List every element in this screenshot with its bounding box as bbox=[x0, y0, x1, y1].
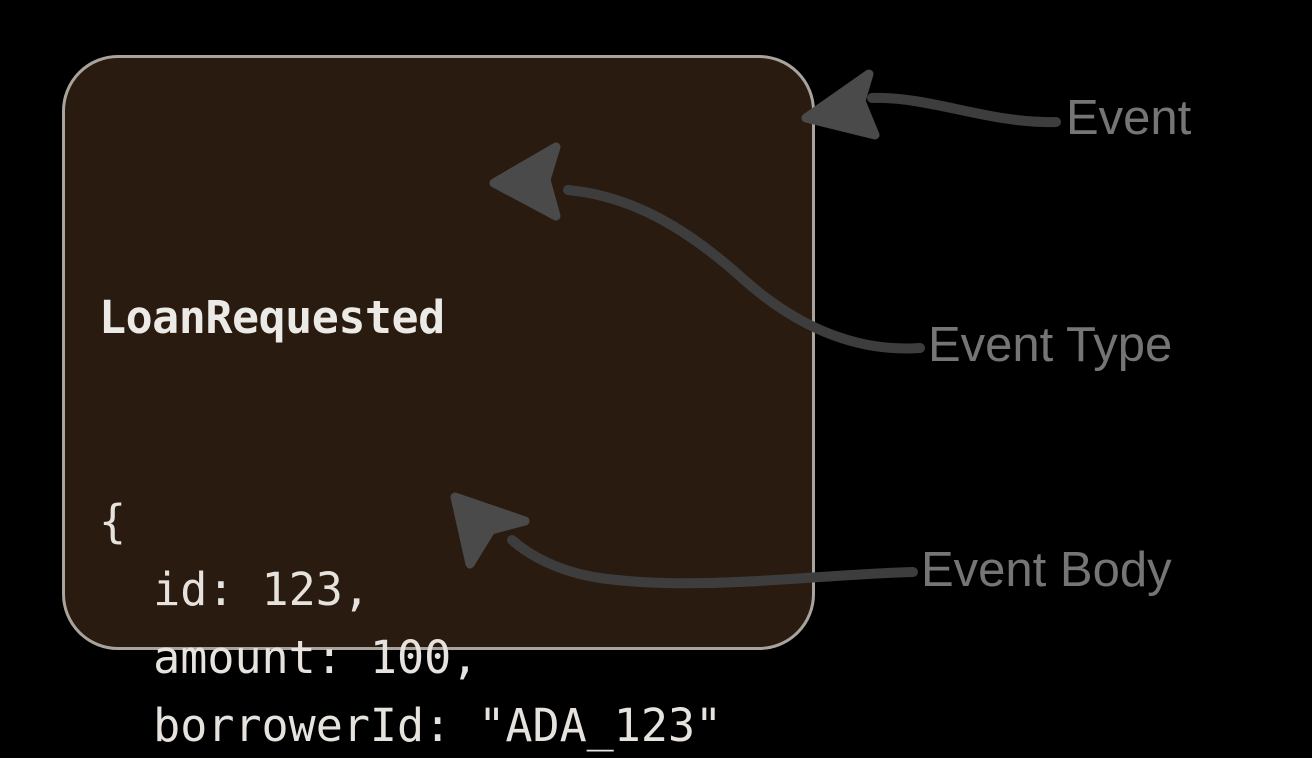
annotation-line-event-type bbox=[563, 185, 925, 354]
annotation-line-event-body bbox=[507, 535, 918, 589]
annotation-line-event bbox=[867, 92, 1061, 128]
event-code-block: LoanRequested { id: 123, amount: 100, bo… bbox=[99, 148, 722, 758]
annotation-label-event-type: Event Type bbox=[928, 318, 1173, 372]
event-type-text: LoanRequested bbox=[99, 291, 445, 344]
annotation-arrow-event bbox=[801, 69, 1061, 140]
event-body-json: { id: 123, amount: 100, borrowerId: "ADA… bbox=[99, 495, 723, 752]
annotation-label-event: Event bbox=[1066, 91, 1192, 145]
annotation-arrowhead-event bbox=[801, 69, 880, 140]
annotation-label-event-body: Event Body bbox=[921, 543, 1172, 597]
event-box: LoanRequested { id: 123, amount: 100, bo… bbox=[62, 55, 815, 752]
